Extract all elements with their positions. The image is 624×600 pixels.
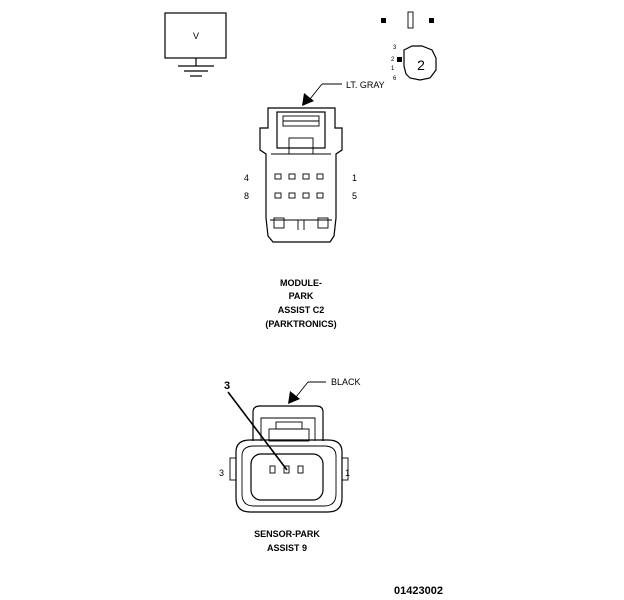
inset-number: 2 (417, 57, 425, 73)
module-cavity (274, 173, 282, 180)
module-pin-8: 8 (244, 191, 249, 201)
module-cavity (288, 192, 296, 199)
sensor-connector: BLACK 3 3 1 SENSOR-PARK ASSIST 9 (219, 377, 361, 553)
module-connector-body (259, 107, 343, 243)
inset-terminal-icon (407, 11, 414, 29)
module-connector: LT. GRAY 4 8 1 5 MODULE- PARK ASSIST C2 (244, 80, 385, 329)
voltage-symbol: V (164, 12, 227, 77)
sensor-cavity (283, 465, 290, 474)
module-cavity (302, 192, 310, 199)
module-latch (276, 111, 326, 149)
inset-pin-3: 3 (393, 45, 397, 51)
module-pin-5: 5 (352, 191, 357, 201)
module-cavity (316, 192, 324, 199)
inset-connector-face (403, 45, 437, 81)
sensor-color-label: BLACK (331, 377, 361, 387)
module-color-arrow (302, 93, 314, 106)
inset-pin-marker (397, 57, 402, 62)
module-caption-line-4: (PARKTRONICS) (265, 319, 336, 329)
module-cavity (302, 173, 310, 180)
sensor-color-arrow (288, 391, 300, 404)
sensor-connector-body (235, 439, 343, 513)
sensor-face (250, 453, 324, 501)
module-caption-line-2: PARK (289, 291, 314, 301)
module-color-label: LT. GRAY (346, 80, 385, 90)
inset-marker-left (381, 18, 386, 23)
sensor-pin-1: 1 (345, 468, 350, 478)
figure-id: 01423002 (394, 585, 443, 597)
sensor-callout-number: 3 (224, 380, 230, 392)
sensor-cavity (297, 465, 304, 474)
sensor-latch-outer (252, 405, 324, 441)
inset-view: 3 2 1 6 2 (381, 11, 437, 82)
module-cavity (288, 173, 296, 180)
inset-pin-6: 6 (393, 76, 397, 82)
module-caption-line-3: ASSIST C2 (278, 305, 325, 315)
sensor-caption-line-2: ASSIST 9 (267, 543, 307, 553)
sensor-cavity (269, 465, 276, 474)
module-pin-4: 4 (244, 173, 249, 183)
voltage-label: V (193, 31, 199, 41)
module-pin-1: 1 (352, 173, 357, 183)
sensor-left-ear (229, 457, 237, 481)
module-caption-line-1: MODULE- (280, 278, 322, 288)
inset-pin-2: 2 (391, 57, 395, 63)
inset-pin-1: 1 (391, 66, 395, 72)
sensor-caption-line-1: SENSOR-PARK (254, 529, 320, 539)
sensor-pin-3: 3 (219, 468, 224, 478)
sensor-right-ear (341, 457, 349, 481)
module-cavity (274, 192, 282, 199)
sensor-callout-leader (227, 391, 288, 471)
inset-marker-right (429, 18, 434, 23)
module-cavity (316, 173, 324, 180)
